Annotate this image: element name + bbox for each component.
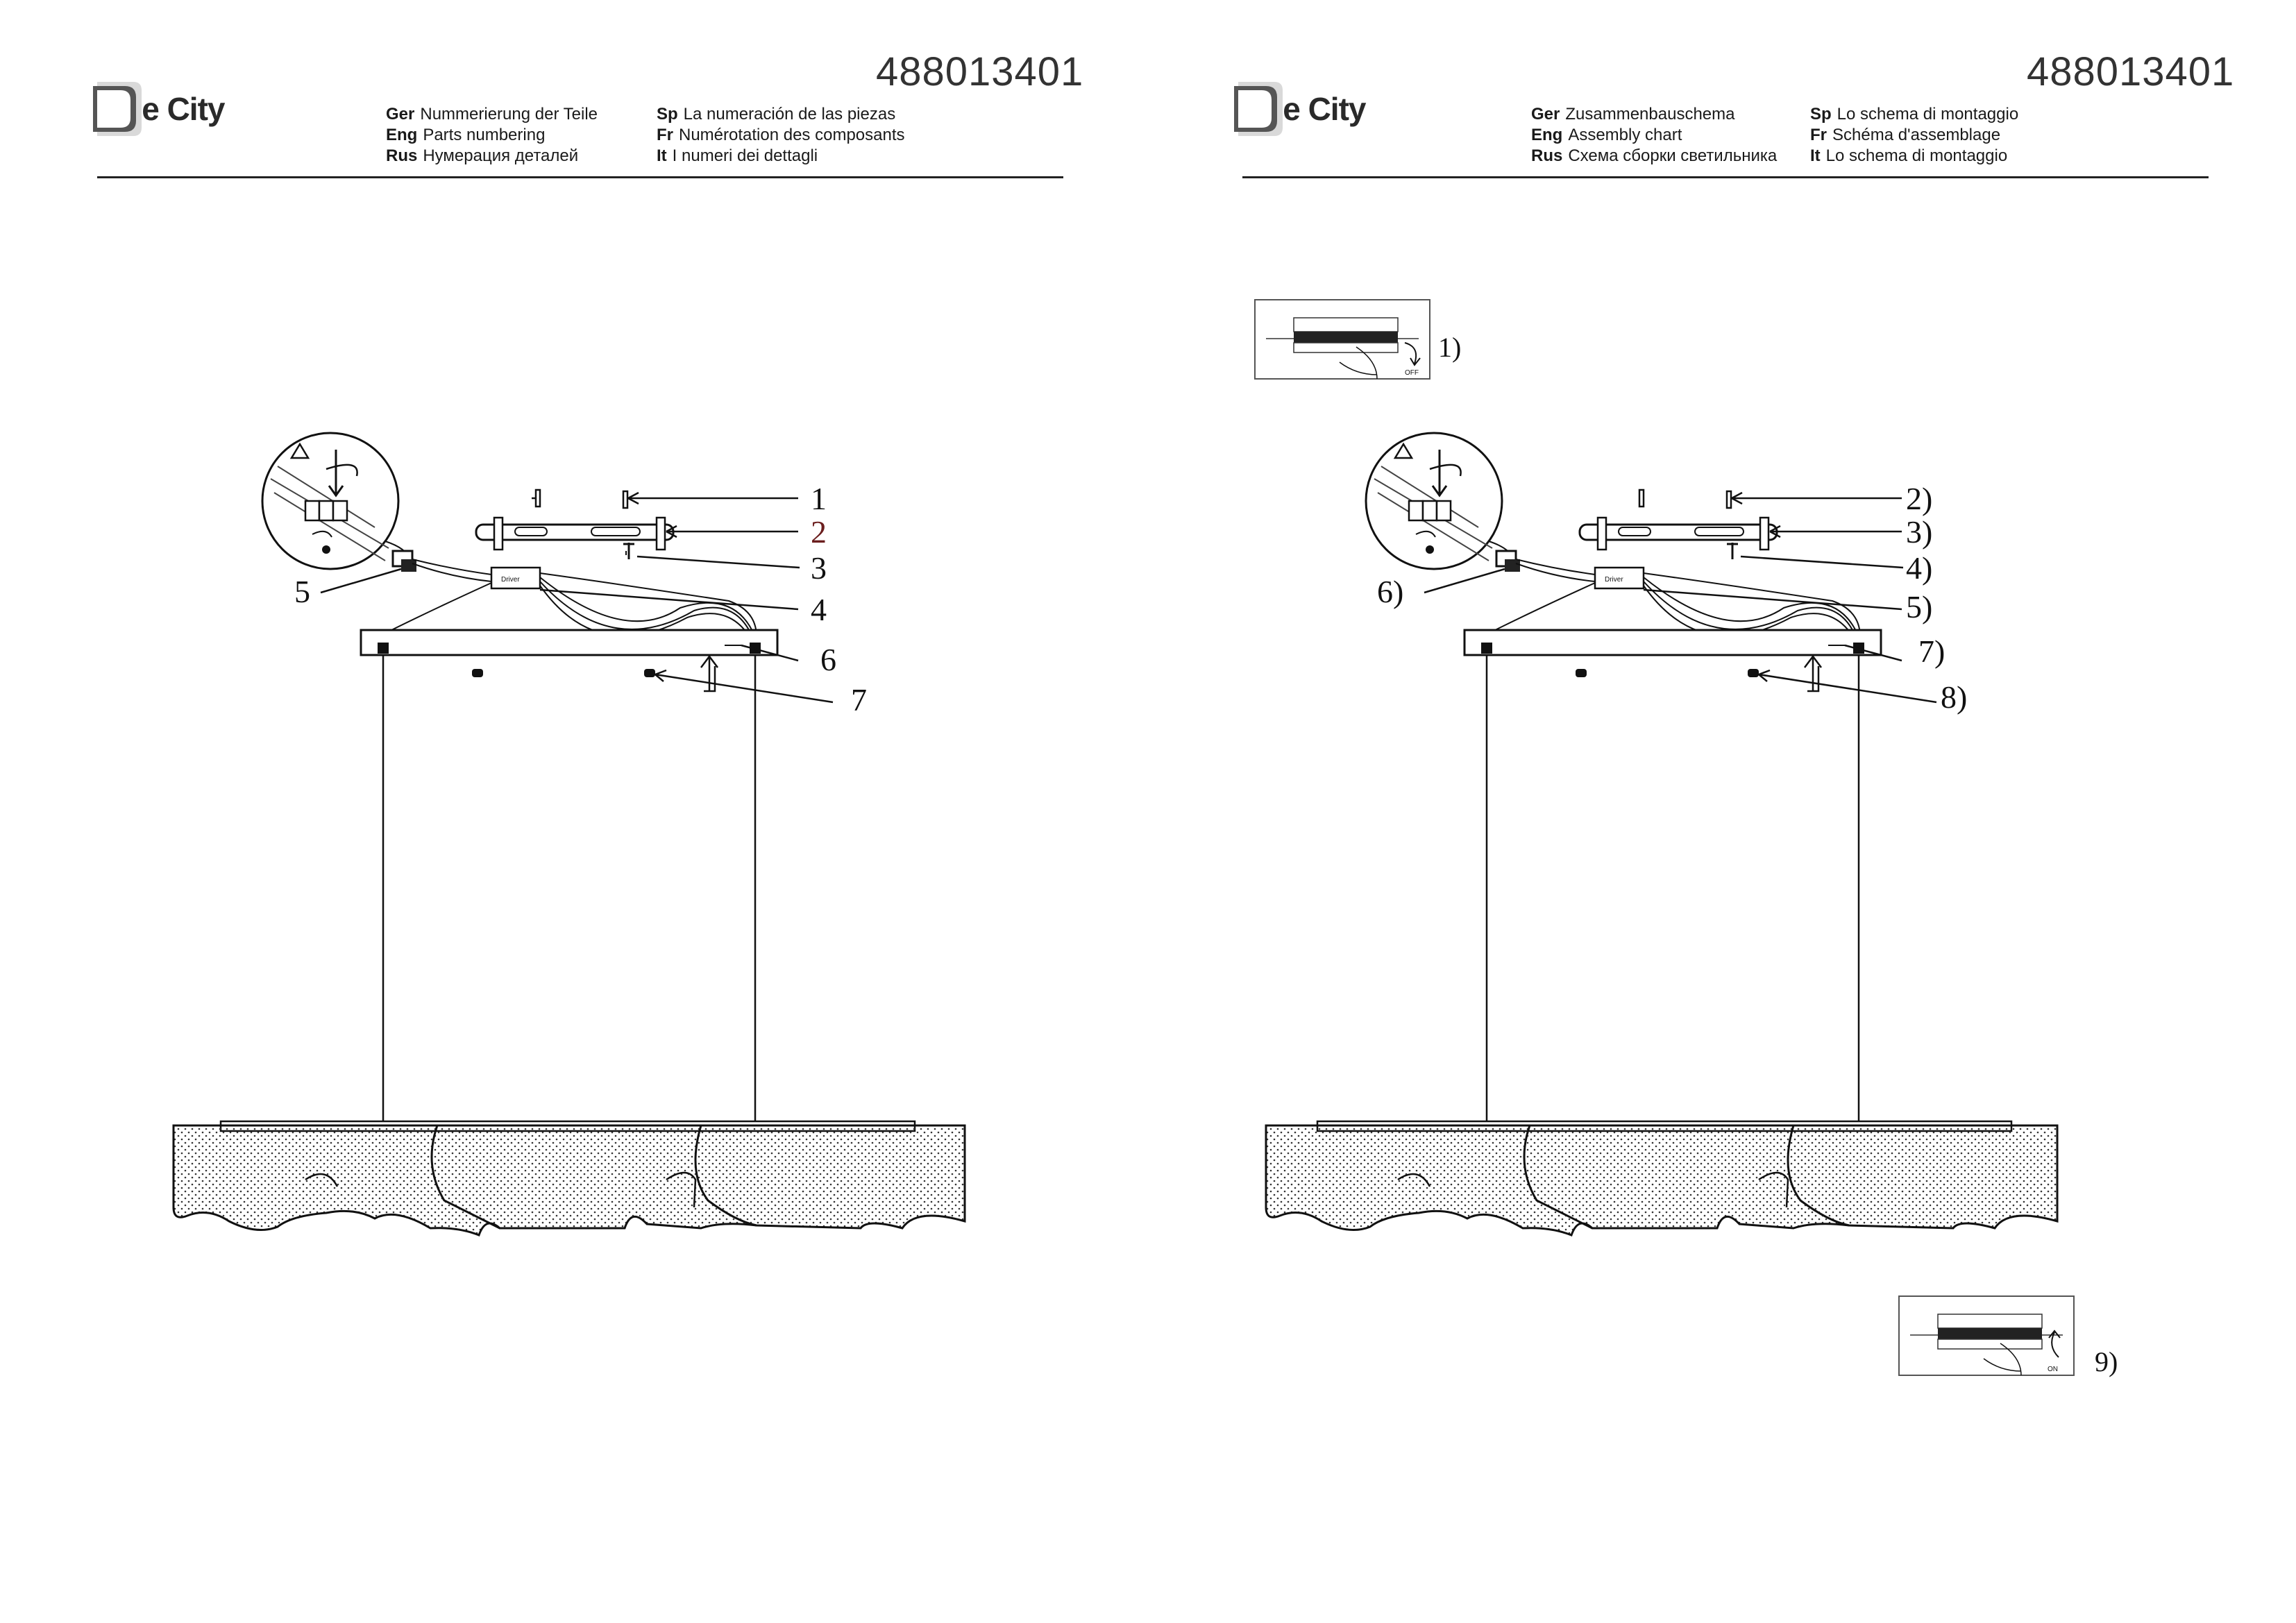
callout-2: 2 — [811, 514, 827, 550]
driver-box: Driver — [490, 566, 541, 590]
screw-icon — [472, 669, 483, 677]
warning-icon — [289, 442, 310, 459]
callout-step-9: 9) — [2095, 1346, 2118, 1377]
assembly-diagram: OFF 1) — [1254, 299, 2118, 1377]
brand-logo: De City — [1231, 78, 1366, 140]
screw-icon — [1576, 669, 1587, 677]
arrow-up-icon — [700, 654, 718, 692]
callouts — [320, 491, 834, 704]
screw-anchor-icon — [1725, 490, 1732, 509]
screw-icon — [1748, 669, 1759, 677]
rotate-arrow-icon — [1429, 464, 1462, 477]
brand-logo: De City — [90, 78, 225, 140]
driver-box: Driver — [1594, 566, 1645, 590]
arrow-down-icon — [1431, 450, 1448, 498]
callout-step-5: 5) — [1906, 589, 1932, 624]
callout-1: 1 — [811, 481, 827, 516]
lamp-body — [172, 1120, 966, 1237]
header-rule — [1242, 176, 2209, 178]
terminal-block — [1495, 550, 1520, 572]
callout-6: 6 — [820, 642, 836, 677]
doc-number: 488013401 — [2027, 49, 2235, 94]
hand-icon — [1339, 346, 1378, 380]
canopy-plate — [1463, 629, 1882, 656]
lamp-body — [1265, 1120, 2059, 1237]
callout-3: 3 — [811, 550, 827, 586]
callout-step-3: 3) — [1906, 514, 1932, 550]
callout-step-8: 8) — [1941, 679, 1967, 715]
callout-4: 4 — [811, 592, 827, 627]
screw-anchor-icon — [532, 488, 541, 508]
logo-mark-icon — [1234, 82, 1283, 136]
terminal-block — [391, 550, 416, 572]
hand-icon — [1983, 1343, 2022, 1376]
screw-anchor-icon — [1638, 488, 1645, 508]
callout-step-1: 1) — [1438, 332, 1461, 363]
switch-on-label: ON — [2048, 1366, 2058, 1373]
doc-number: 488013401 — [876, 49, 1084, 94]
driver-label: Driver — [501, 576, 520, 584]
switch-on-panel: ON — [1898, 1295, 2075, 1376]
switch-off-panel: OFF — [1254, 299, 1430, 380]
screw-icon — [1727, 543, 1738, 559]
callouts — [1424, 491, 1937, 704]
screw-icon — [623, 543, 634, 559]
rotate-arrow-icon — [326, 464, 358, 477]
switch-off-label: OFF — [1405, 369, 1419, 377]
logo-mark-icon — [93, 82, 142, 136]
canopy-plate — [360, 629, 779, 656]
header-rule — [97, 176, 1063, 178]
wire-connection-detail — [261, 432, 400, 570]
arrow-up-icon — [1804, 654, 1822, 692]
switch-arrow-icon — [2048, 1329, 2061, 1358]
screw-anchor-icon — [622, 490, 629, 509]
parts-diagram: Driver — [172, 432, 966, 1237]
callout-step-2: 2) — [1906, 481, 1932, 516]
mounting-bracket — [475, 488, 675, 555]
callout-7: 7 — [851, 682, 867, 717]
wire-connection-detail — [1365, 432, 1503, 570]
screw-icon — [644, 669, 655, 677]
warning-icon — [1393, 442, 1414, 459]
driver-label: Driver — [1605, 576, 1623, 584]
callout-step-4: 4) — [1906, 550, 1932, 586]
wires — [1486, 559, 1861, 638]
callout-step-6: 6) — [1377, 574, 1403, 609]
callout-5: 5 — [294, 574, 310, 609]
wires — [382, 559, 757, 638]
switch-arrow-icon — [1404, 342, 1421, 366]
callout-step-7: 7) — [1918, 634, 1945, 669]
arrow-down-icon — [328, 450, 344, 498]
